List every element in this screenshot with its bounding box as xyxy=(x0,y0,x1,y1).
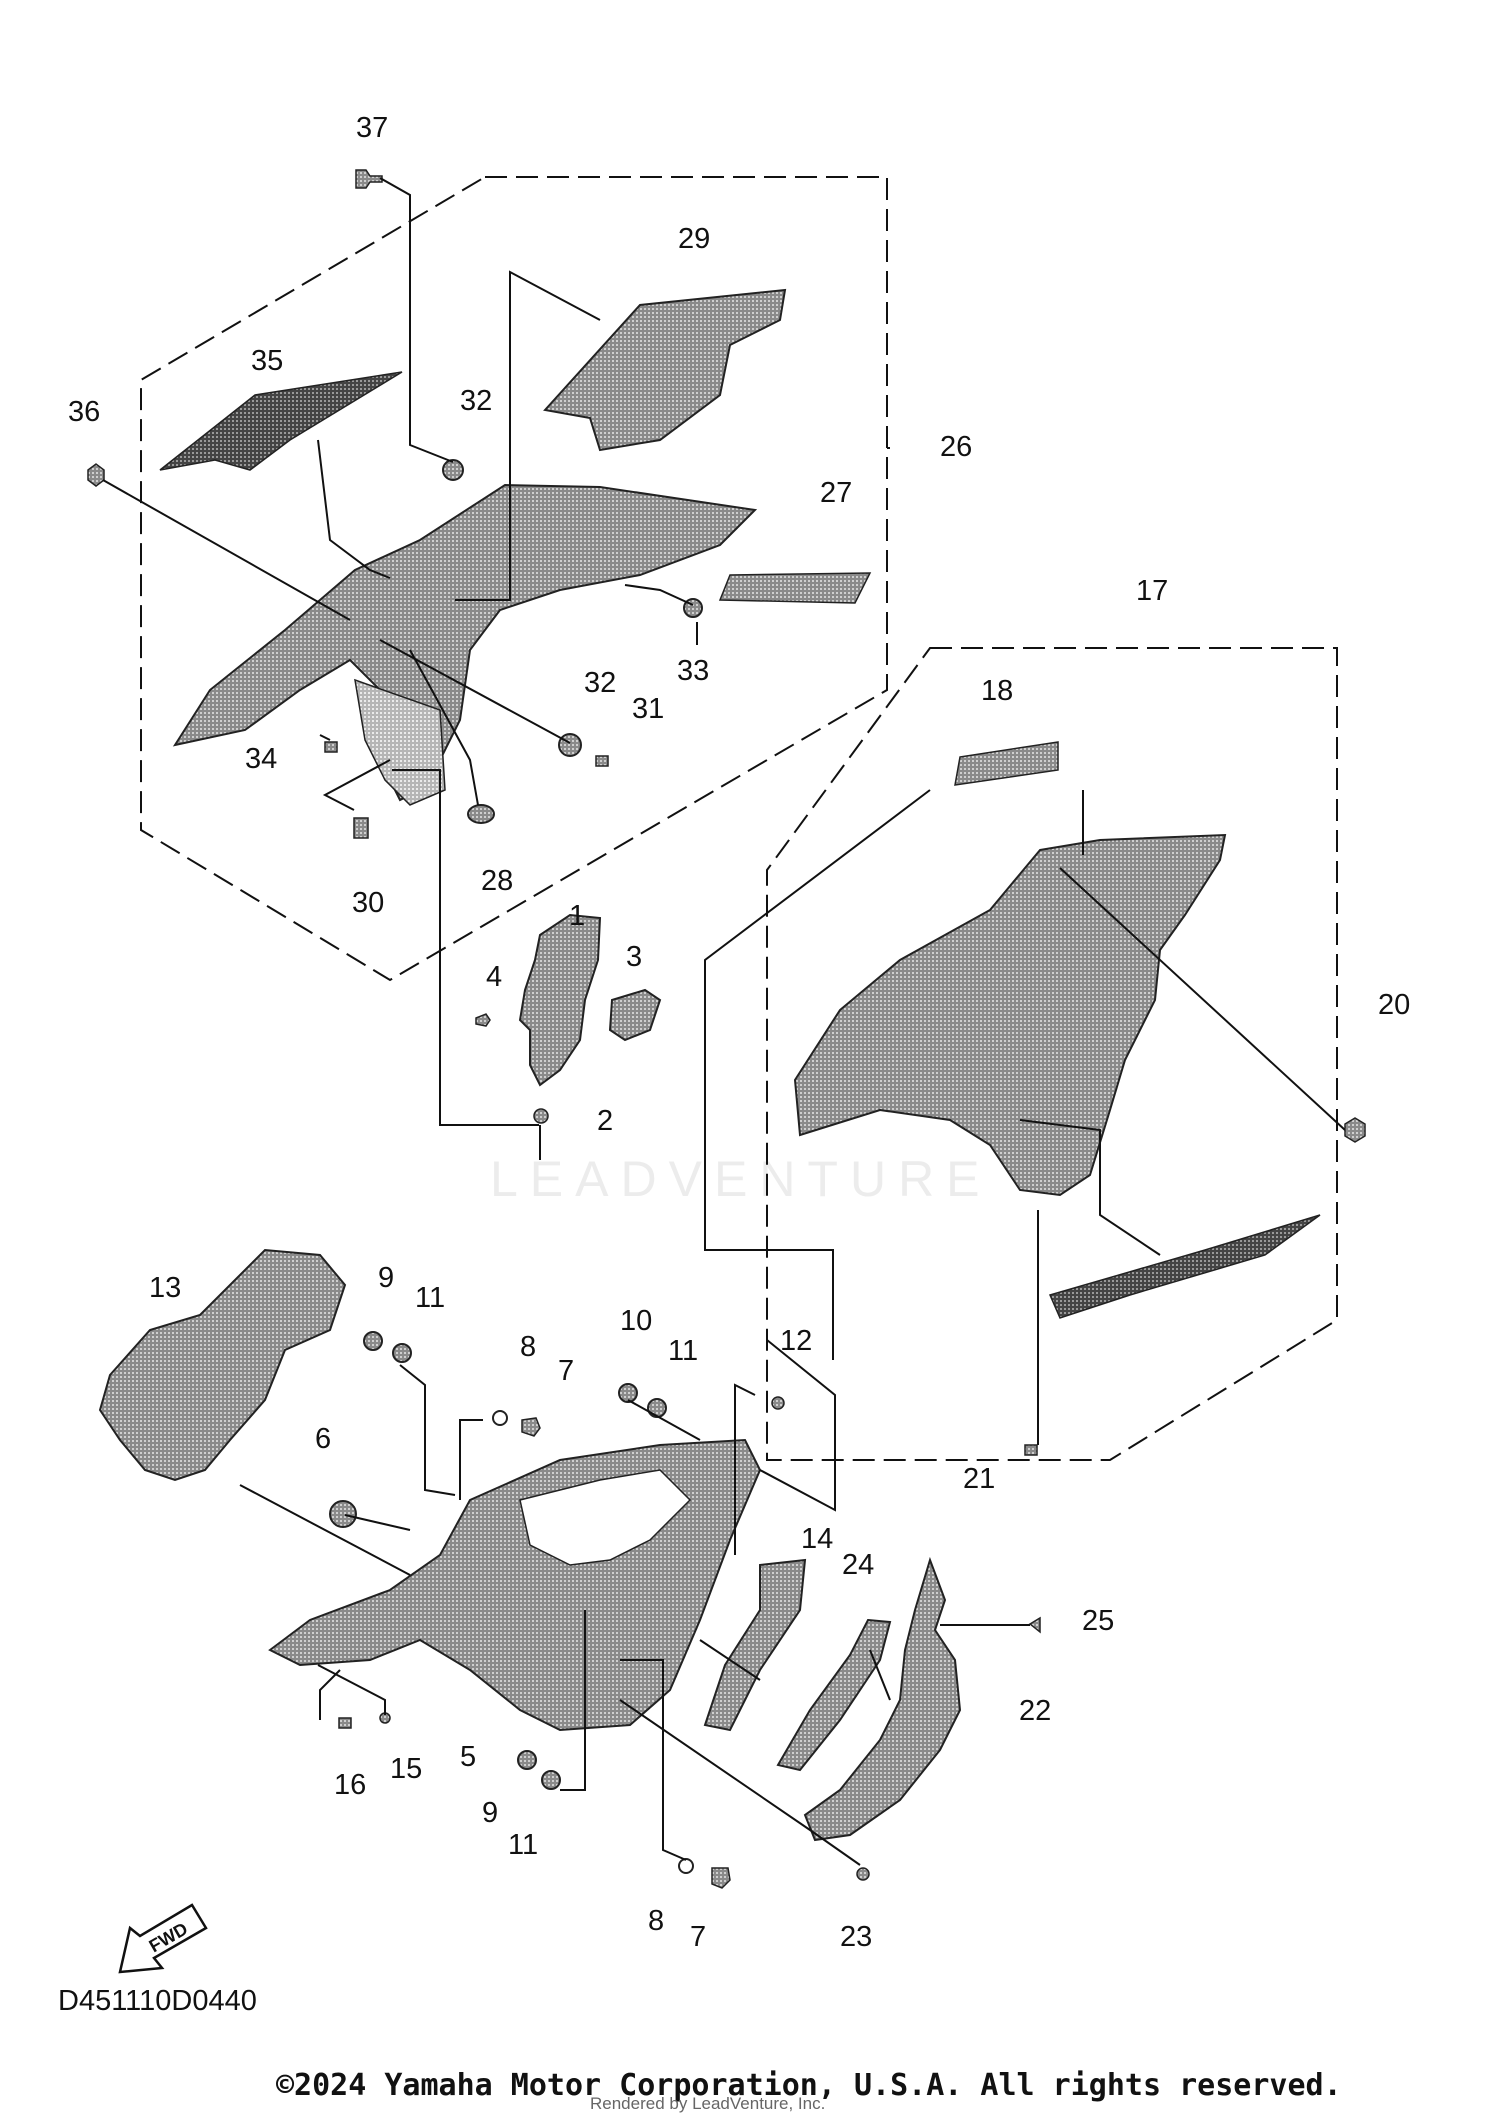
callout-8-b: 8 xyxy=(648,1905,664,1937)
rendered-by-note: Rendered by LeadVenture, Inc. xyxy=(590,2094,826,2113)
callout-13: 13 xyxy=(149,1272,181,1304)
callout-32-b: 32 xyxy=(584,667,616,699)
part-27-decal xyxy=(718,572,872,604)
drawing-code: D451110D0440 xyxy=(58,1985,257,2017)
fwd-arrow: FWD xyxy=(118,1903,208,1974)
callout-12: 12 xyxy=(780,1325,812,1357)
part-28-grommet xyxy=(467,804,495,824)
part-24-spacer xyxy=(776,1618,892,1772)
callout-33: 33 xyxy=(677,655,709,687)
callout-27: 27 xyxy=(820,477,852,509)
callout-30: 30 xyxy=(352,887,384,919)
part-32-grommet-lower xyxy=(558,733,582,757)
callout-11-c: 11 xyxy=(508,1829,538,1861)
callout-16: 16 xyxy=(334,1769,366,1801)
part-25-clip xyxy=(1028,1616,1041,1634)
part-29-seat-pad xyxy=(543,288,787,452)
part-9-nut-b xyxy=(517,1750,537,1770)
part-21-clip xyxy=(1024,1444,1038,1456)
part-20-bolt xyxy=(1344,1117,1366,1143)
part-6-nut xyxy=(329,1500,357,1528)
part-13-cover xyxy=(98,1248,347,1482)
callout-37: 37 xyxy=(356,112,388,144)
callout-24: 24 xyxy=(842,1549,874,1581)
group-boundary-17 xyxy=(766,647,1338,1461)
part-5-frame-cutout xyxy=(519,1469,692,1566)
callout-34: 34 xyxy=(245,743,277,775)
part-14-spacer xyxy=(703,1558,807,1732)
part-1-bracket xyxy=(518,913,602,1087)
part-32-grommet xyxy=(442,459,464,481)
callout-20: 20 xyxy=(1378,989,1410,1021)
group-outline-17-inner xyxy=(704,789,931,1360)
part-11-nut-b xyxy=(647,1398,667,1418)
part-11-nut xyxy=(392,1343,412,1363)
callout-2: 2 xyxy=(597,1105,613,1137)
callout-22: 22 xyxy=(1019,1695,1051,1727)
part-7-bolt-b xyxy=(711,1867,731,1889)
watermark-text: LEADVENTURE xyxy=(490,1151,992,1207)
callout-21: 21 xyxy=(963,1463,995,1495)
copyright-notice: ©2024 Yamaha Motor Corporation, U.S.A. A… xyxy=(276,2068,1342,2103)
callout-26: 26 xyxy=(940,431,972,463)
callout-4: 4 xyxy=(486,961,502,993)
part-34-clip xyxy=(324,741,338,753)
callout-7-b: 7 xyxy=(690,1921,706,1953)
callout-labels: 37 29 35 32 26 36 27 33 17 32 31 18 34 2… xyxy=(68,112,1410,1953)
callout-9-b: 9 xyxy=(482,1797,498,1829)
callout-28: 28 xyxy=(481,865,513,897)
part-36-bolt xyxy=(87,463,105,487)
part-18-decal xyxy=(954,741,1059,786)
callout-17: 17 xyxy=(1136,575,1168,607)
part-37-bolt xyxy=(355,169,383,189)
callout-15: 15 xyxy=(390,1753,422,1785)
part-12-clip xyxy=(771,1396,785,1410)
callout-5: 5 xyxy=(460,1741,476,1773)
part-3-cover xyxy=(608,988,662,1042)
callout-6: 6 xyxy=(315,1423,331,1455)
part-30-pad xyxy=(353,817,369,839)
group-boundary-26 xyxy=(140,176,888,982)
part-35-decal xyxy=(159,371,403,471)
callout-11: 11 xyxy=(415,1282,445,1314)
callout-14: 14 xyxy=(801,1523,833,1555)
part-16-clip xyxy=(338,1717,352,1729)
part-7-bolt xyxy=(521,1417,541,1437)
callout-8: 8 xyxy=(520,1331,536,1363)
part-26-underside xyxy=(354,678,446,806)
callout-31: 31 xyxy=(632,693,664,725)
part-8-washer-b xyxy=(678,1858,694,1874)
callout-23: 23 xyxy=(840,1921,872,1953)
part-26-seat-cowl xyxy=(172,483,758,802)
callout-3: 3 xyxy=(626,941,642,973)
part-4-bolt xyxy=(475,1013,491,1027)
callout-18: 18 xyxy=(981,675,1013,707)
part-8-washer xyxy=(492,1410,508,1426)
callout-29: 29 xyxy=(678,223,710,255)
part-11-nut-c xyxy=(541,1770,561,1790)
part-17-side-cowl xyxy=(793,833,1227,1197)
callout-32: 32 xyxy=(460,385,492,417)
part-9-nut xyxy=(363,1331,383,1351)
callout-1: 1 xyxy=(569,900,585,932)
callout-7: 7 xyxy=(558,1355,574,1387)
callout-35: 35 xyxy=(251,345,283,377)
callout-9: 9 xyxy=(378,1262,394,1294)
callout-36: 36 xyxy=(68,396,100,428)
part-10-nut xyxy=(618,1383,638,1403)
callout-10: 10 xyxy=(620,1305,652,1337)
part-31-clip xyxy=(595,755,609,767)
part-23-bolt xyxy=(856,1867,870,1881)
part-2-nut xyxy=(533,1108,549,1124)
leader-lines xyxy=(102,177,1346,1866)
callout-25: 25 xyxy=(1082,1605,1114,1637)
part-22-cover xyxy=(803,1556,962,1842)
part-5-rear-frame xyxy=(268,1438,762,1732)
callout-11-b: 11 xyxy=(668,1335,698,1367)
part-19-decal xyxy=(1048,1214,1321,1319)
